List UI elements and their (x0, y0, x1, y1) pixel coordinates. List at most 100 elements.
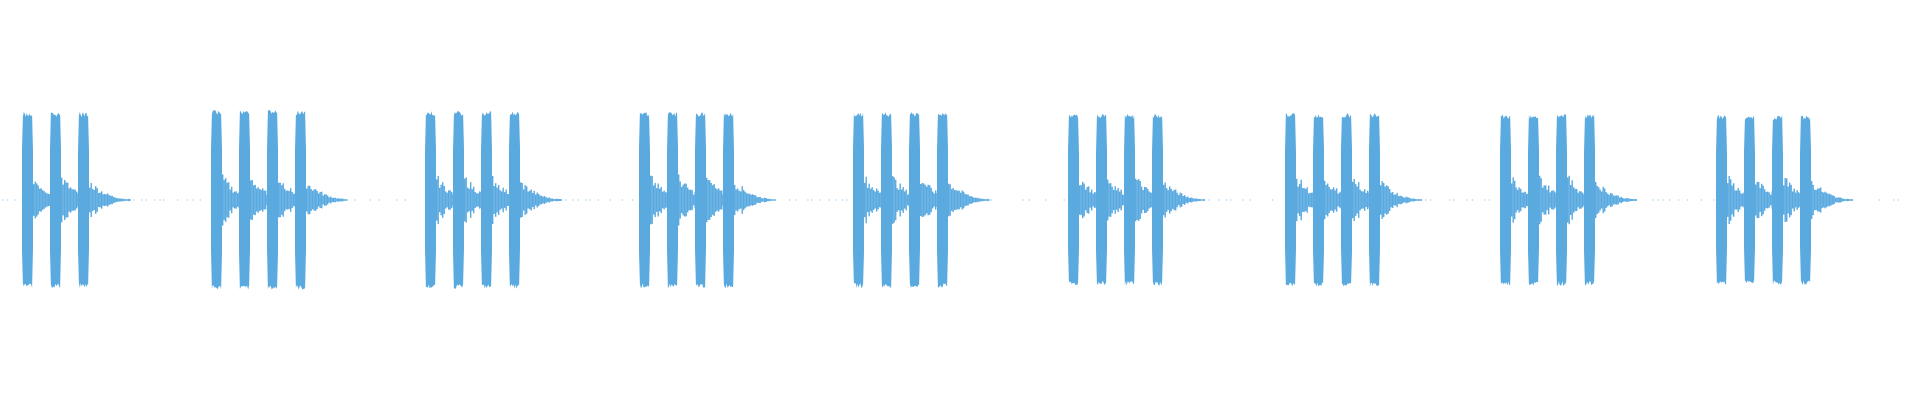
waveform-tail (1789, 182, 1791, 218)
noise-dot (1657, 199, 1659, 201)
waveform-tail (1548, 185, 1550, 215)
waveform-tail (287, 190, 289, 210)
waveform-tail (544, 196, 546, 204)
waveform-burst (453, 111, 464, 289)
waveform-tail (1604, 188, 1606, 212)
waveform-burst (937, 112, 948, 288)
waveform-tail (1821, 191, 1823, 209)
waveform-tail (495, 183, 497, 217)
waveform-tail (222, 174, 224, 226)
waveform-tail (1138, 179, 1140, 221)
waveform-tail (226, 182, 228, 218)
waveform-tail (1173, 189, 1175, 211)
waveform-tail (96, 188, 98, 212)
waveform-tail (1414, 199, 1416, 201)
waveform-tail (1626, 197, 1628, 203)
noise-dot (396, 199, 398, 201)
waveform-tail (653, 185, 655, 215)
waveform-tail (1361, 191, 1363, 209)
waveform-tail (527, 191, 529, 209)
waveform-tail (1079, 185, 1081, 215)
waveform-burst (1556, 114, 1567, 286)
waveform-tail (715, 188, 717, 212)
waveform-tail (321, 191, 323, 209)
waveform-burst (1584, 114, 1595, 286)
waveform-tail (439, 187, 441, 213)
waveform-tail (734, 184, 736, 216)
waveform-burst (1341, 113, 1352, 287)
waveform-tail (975, 197, 977, 203)
waveform-tail (958, 190, 960, 210)
waveform-tail (1602, 186, 1604, 214)
waveform-tail (265, 190, 267, 210)
waveform-tail (970, 196, 972, 204)
waveform-tail (871, 187, 873, 213)
waveform-tail (982, 198, 984, 202)
waveform-tail (1818, 188, 1820, 212)
waveform-tail (443, 185, 445, 215)
noise-dot (159, 199, 161, 201)
waveform-tail (122, 198, 124, 202)
noise-dot (14, 199, 16, 201)
waveform-tail (1191, 197, 1193, 203)
waveform-tail (312, 190, 314, 210)
waveform-tail (279, 182, 281, 218)
waveform-burst (211, 110, 222, 290)
waveform-tail (1512, 177, 1514, 223)
waveform-tail (1390, 192, 1392, 208)
waveform-tail (437, 175, 439, 225)
waveform-tail (1832, 195, 1834, 205)
waveform-tail (901, 189, 903, 211)
waveform-burst (909, 112, 920, 288)
waveform-tail (952, 188, 954, 212)
waveform-tail (1817, 188, 1819, 212)
waveform-tail (893, 177, 895, 223)
waveform-tail (1514, 180, 1516, 220)
waveform-tail (474, 192, 476, 208)
waveform-tail (556, 198, 558, 202)
waveform-tail (436, 179, 438, 221)
waveform-tail (678, 174, 680, 226)
waveform-tail (1145, 187, 1147, 213)
waveform-tail (961, 190, 963, 210)
waveform-tail (340, 198, 342, 202)
waveform-tail (687, 187, 689, 213)
waveform-tail (62, 184, 64, 216)
waveform-tail (345, 199, 347, 201)
waveform-tail (1299, 183, 1301, 217)
waveform-tail (905, 189, 907, 211)
waveform-tail (951, 189, 953, 211)
waveform-tail (1540, 178, 1542, 222)
waveform-tail (899, 183, 901, 217)
waveform-tail (1309, 192, 1311, 208)
waveform-tail (282, 183, 284, 217)
waveform-tail (251, 179, 253, 221)
waveform-tail (1731, 185, 1733, 215)
waveform-tail (926, 186, 928, 214)
waveform-tail (498, 184, 500, 216)
noise-dot (1453, 199, 1455, 201)
waveform-tail (1413, 198, 1415, 202)
waveform-tail (749, 193, 751, 207)
waveform-tail (656, 188, 658, 212)
waveform-tail (129, 199, 131, 201)
noise-dot (145, 199, 147, 201)
waveform-tail (306, 188, 308, 212)
noise-dot (1897, 199, 1899, 201)
noise-dot (369, 199, 371, 201)
waveform-tail (690, 189, 692, 211)
waveform-tail (521, 182, 523, 218)
waveform-tail (1399, 195, 1401, 205)
waveform-tail (1608, 194, 1610, 206)
waveform-tail (1199, 198, 1201, 202)
waveform-tail (1182, 196, 1184, 204)
waveform-tail (927, 184, 929, 216)
waveform-tail (1188, 197, 1190, 203)
noise-dot (339, 199, 342, 201)
waveform-tail (688, 189, 690, 211)
noise-dot (192, 199, 194, 201)
waveform-tail (1762, 185, 1764, 215)
noise-dot (577, 199, 579, 201)
noise-dot (1430, 199, 1432, 201)
waveform-tail (284, 188, 286, 212)
